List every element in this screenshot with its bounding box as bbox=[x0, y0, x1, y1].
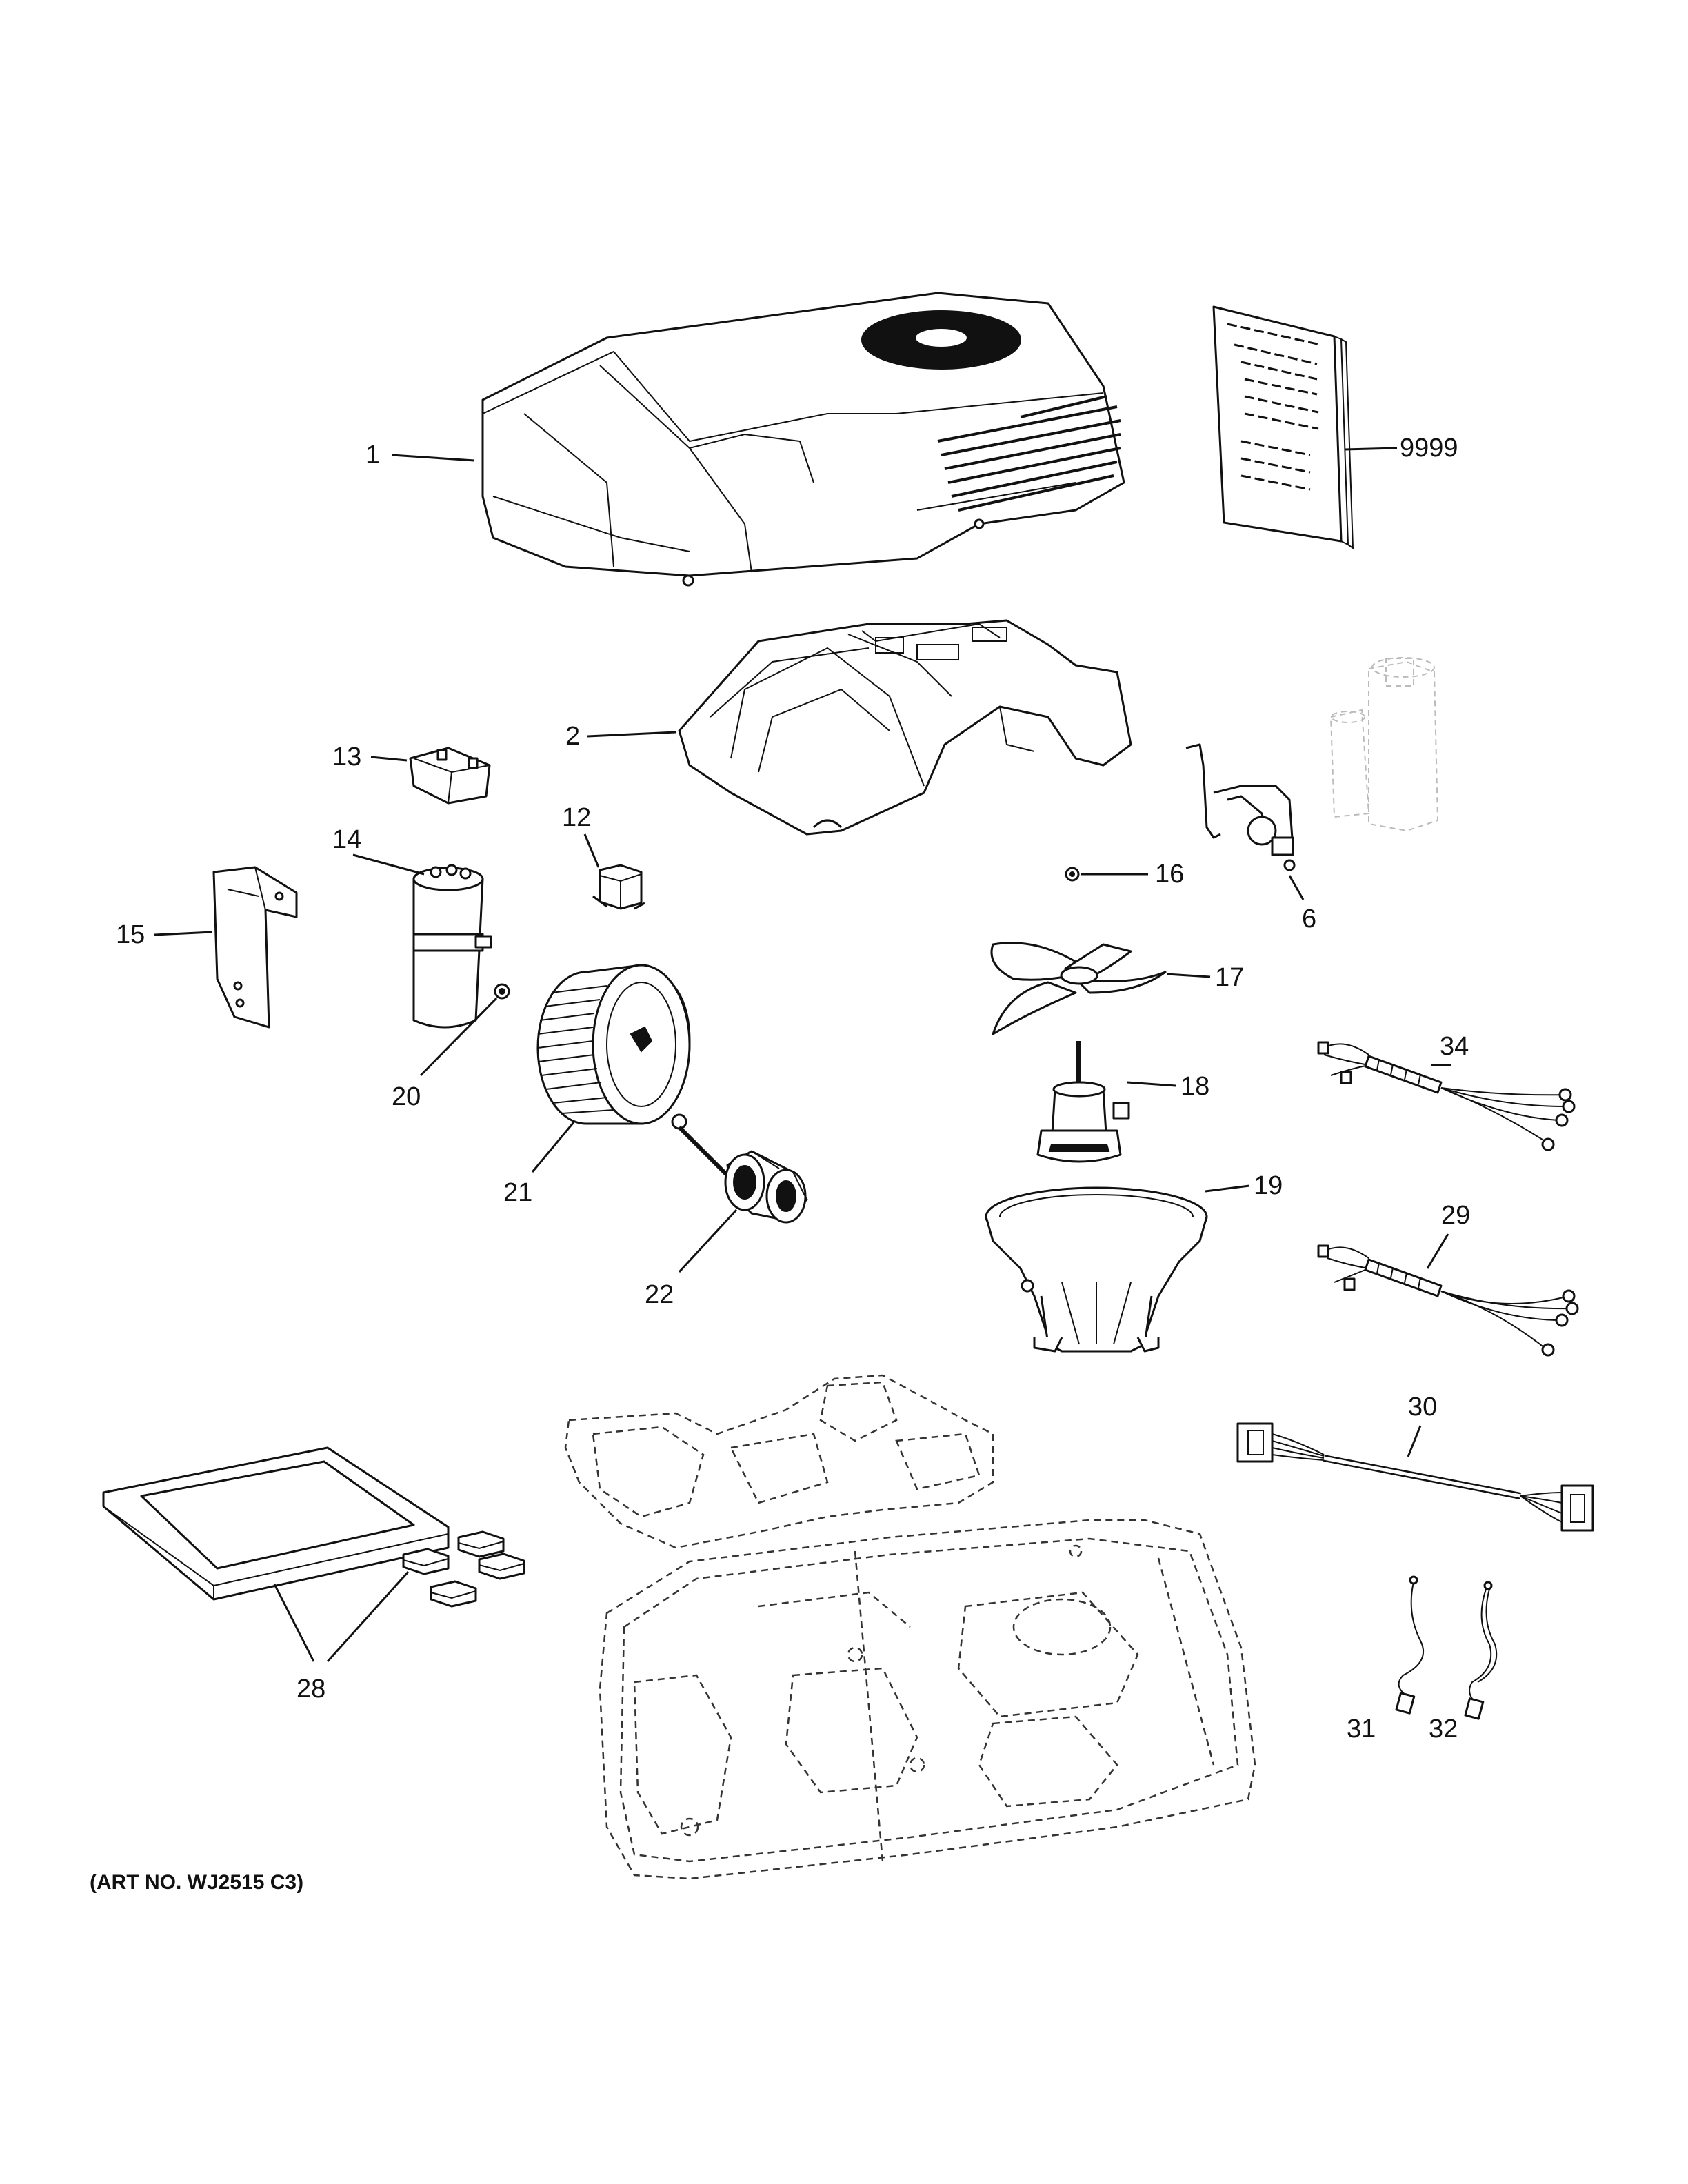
callout-28: 28 bbox=[297, 1675, 325, 1703]
callout-30: 30 bbox=[1408, 1393, 1437, 1422]
part-21-blower-wheel bbox=[536, 964, 691, 1130]
part-1-shroud bbox=[481, 292, 1125, 587]
callout-32: 32 bbox=[1429, 1715, 1458, 1743]
part-16-nut bbox=[1065, 867, 1080, 882]
leader-lines bbox=[154, 447, 1451, 1663]
part-31-sensor bbox=[1395, 1575, 1424, 1715]
callout-6: 6 bbox=[1302, 904, 1316, 933]
part-29-wire-harness bbox=[1317, 1244, 1579, 1357]
part-6-tubing bbox=[1185, 743, 1296, 871]
callout-12: 12 bbox=[562, 803, 591, 832]
pad-a bbox=[457, 1530, 505, 1558]
part-15-bracket bbox=[212, 866, 298, 1029]
part-34-wire-harness bbox=[1317, 1041, 1576, 1151]
callout-22: 22 bbox=[645, 1280, 674, 1309]
pad-c bbox=[478, 1553, 525, 1580]
part-20-nut bbox=[494, 983, 510, 1000]
part-19-motor-mount bbox=[985, 1186, 1208, 1353]
callout-13: 13 bbox=[332, 742, 361, 771]
callout-labels: 1 9999 2 6 13 12 14 15 16 17 18 19 20 21… bbox=[116, 434, 1470, 1743]
part-30-cable bbox=[1236, 1422, 1594, 1532]
part-13-component bbox=[409, 747, 491, 805]
callout-14: 14 bbox=[332, 825, 361, 854]
callout-21: 21 bbox=[503, 1178, 532, 1207]
callout-2: 2 bbox=[565, 722, 580, 751]
callout-9999: 9999 bbox=[1400, 434, 1458, 463]
pad-d bbox=[430, 1580, 477, 1608]
art-number-label: (ART NO. WJ2515 C3) bbox=[90, 1871, 303, 1894]
callout-17: 17 bbox=[1215, 963, 1244, 992]
callout-34: 34 bbox=[1440, 1032, 1469, 1061]
callout-18: 18 bbox=[1180, 1072, 1209, 1101]
part-17-fan-blade bbox=[990, 942, 1167, 1035]
part-18-fan-motor bbox=[1036, 1041, 1130, 1163]
part-12-component bbox=[592, 864, 645, 910]
part-9999-manual bbox=[1212, 305, 1354, 549]
callout-16: 16 bbox=[1155, 860, 1184, 889]
part-28-gasket-kit bbox=[102, 1446, 525, 1608]
pad-b bbox=[402, 1548, 450, 1575]
callout-31: 31 bbox=[1347, 1715, 1376, 1743]
base-assembly-reference bbox=[564, 1374, 1256, 1880]
callout-15: 15 bbox=[116, 920, 145, 949]
compressor bbox=[1329, 657, 1439, 832]
callout-29: 29 bbox=[1441, 1201, 1470, 1230]
part-22-blower-motor bbox=[677, 1125, 808, 1224]
callout-1: 1 bbox=[365, 441, 380, 469]
part-2-bulkhead bbox=[678, 619, 1132, 836]
part-14-capacitor bbox=[412, 864, 492, 1029]
callout-19: 19 bbox=[1254, 1171, 1283, 1200]
callout-20: 20 bbox=[392, 1082, 421, 1111]
part-32-sensor bbox=[1464, 1581, 1498, 1720]
